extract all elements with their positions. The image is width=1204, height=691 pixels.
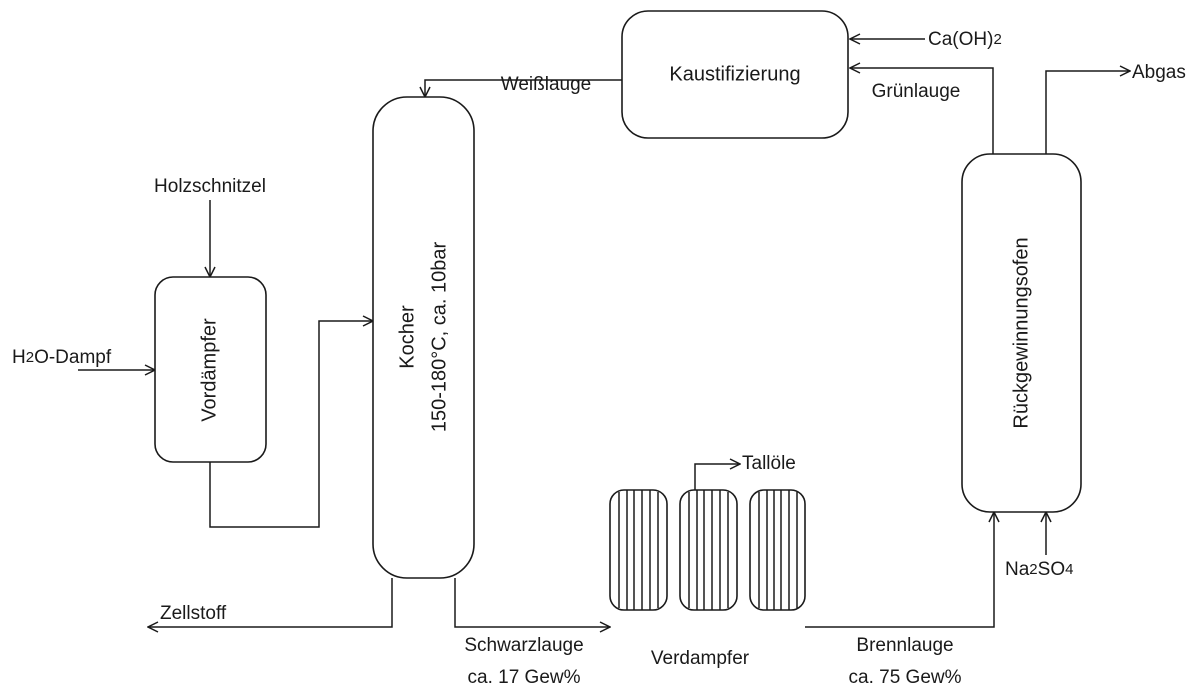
kaustifizierung-unit: Kaustifizierung [621, 10, 849, 139]
holzschnitzel-label: Holzschnitzel [154, 176, 266, 197]
verdampfer-unit: Verdampfer [609, 489, 806, 669]
schwarzlauge-concentration-label: ca. 17 Gew% [468, 667, 581, 688]
schwarzlauge-label: Schwarzlauge [464, 635, 583, 656]
brennlauge-stream [805, 512, 994, 628]
vordaempfer-unit: Vordämpfer [154, 276, 267, 463]
rueckgewinnungsofen-unit: Rückgewinnungsofen [961, 153, 1082, 513]
weisslauge-stream [425, 79, 622, 97]
evaporator-body-3 [749, 489, 806, 611]
brennlauge-label: Brennlauge [856, 635, 953, 656]
verdampfer-label: Verdampfer [651, 648, 750, 669]
gruenlauge-stream [850, 68, 994, 154]
vordaempfer-label: Vordämpfer [198, 318, 220, 422]
vordaempfer-to-kocher-stream [209, 321, 373, 528]
brennlauge-concentration-label: ca. 75 Gew% [849, 667, 962, 688]
tallole-label: Tallöle [742, 453, 796, 474]
evaporator-body-2 [679, 489, 738, 611]
caoh2-label: Ca(OH)2 [928, 29, 1002, 50]
abgas-stream [1045, 71, 1130, 154]
steam-label: H2O-Dampf [12, 347, 112, 368]
evaporator-body-1 [609, 489, 668, 611]
kocher-conditions-label: 150-180°C, ca. 10bar [428, 241, 450, 432]
na2so4-label: Na2SO4 [1005, 559, 1073, 580]
zellstoff-label: Zellstoff [160, 603, 227, 624]
tallole-stream [694, 464, 740, 490]
gruenlauge-label: Grünlauge [872, 81, 961, 102]
rueckgewinnungsofen-label: Rückgewinnungsofen [1010, 237, 1032, 428]
kaustifizierung-label: Kaustifizierung [669, 63, 800, 85]
kocher-label: Kocher [396, 305, 418, 369]
kocher-unit: Kocher 150-180°C, ca. 10bar [372, 96, 475, 579]
flow-lines [78, 39, 1130, 627]
zellstoff-stream [148, 578, 393, 627]
schwarzlauge-stream [454, 578, 610, 627]
weisslauge-label: Weißlauge [501, 74, 591, 95]
abgas-label: Abgas [1132, 62, 1186, 83]
